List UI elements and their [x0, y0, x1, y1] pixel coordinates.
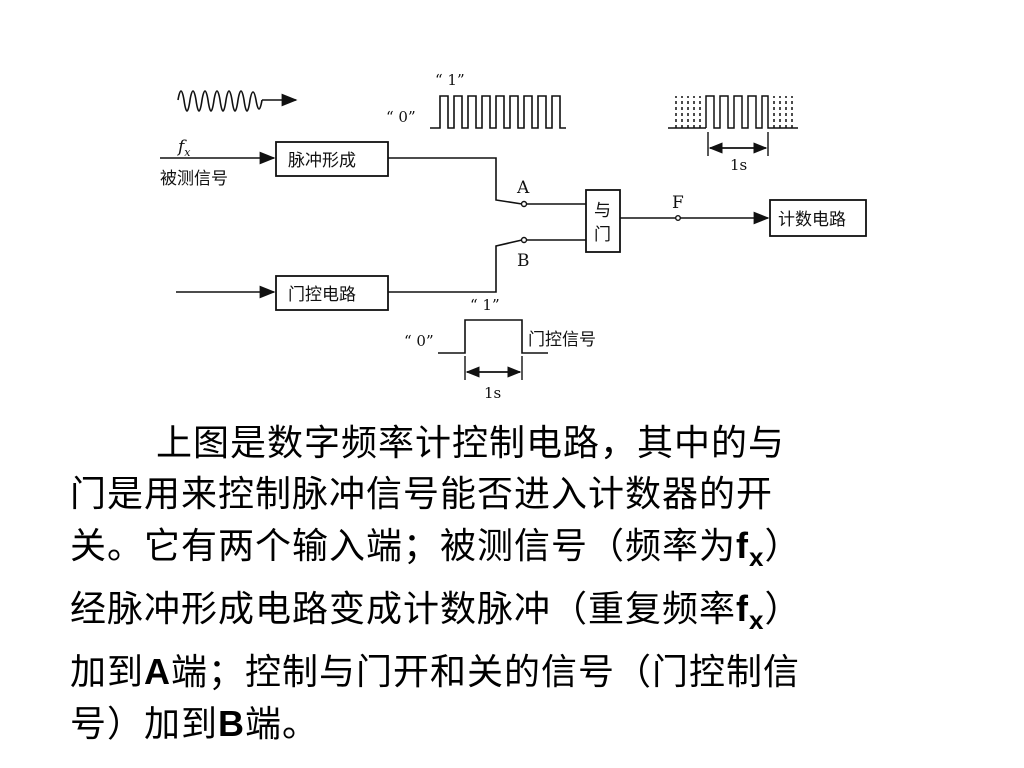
bottom-duration-label: 1s	[484, 384, 501, 402]
input-symbol: fx	[176, 137, 191, 159]
pulse-forming-label: 脉冲形成	[288, 151, 356, 171]
text-line-2: 门是用来控制脉冲信号能否进入计数器的开	[70, 474, 774, 515]
text-line-1: 上图是数字频率计控制电路，其中的与	[156, 423, 786, 464]
input-signal-label: 被测信号	[160, 169, 228, 189]
gate-signal-waveform	[438, 319, 548, 354]
description-paragraph: 上图是数字频率计控制电路，其中的与 门是用来控制脉冲信号能否进入计数器的开 关。…	[70, 418, 970, 750]
frequency-counter-diagram: fx 被测信号 脉冲形成 “ 1” “ 0” A 与 门 F 计数电路 1s 门…	[160, 71, 867, 402]
text-line-4: 经脉冲形成电路变成计数脉冲（重复频率fx）	[70, 588, 802, 635]
and-gate-label-1: 与	[594, 201, 611, 221]
node-f	[675, 214, 682, 221]
gate-control-block	[275, 275, 389, 311]
and-gate-block	[585, 189, 621, 253]
counter-label: 计数电路	[778, 210, 846, 230]
counter-block	[769, 199, 867, 237]
node-b-label: B	[517, 251, 530, 271]
text-line-6: 号）加到B端。	[70, 703, 320, 745]
gate-level-zero: “ 0”	[404, 332, 434, 350]
node-f-label: F	[672, 193, 684, 213]
gated-pulse-waveform	[668, 95, 798, 129]
node-a-label: A	[516, 178, 530, 198]
node-a	[520, 200, 528, 208]
and-gate-label-2: 门	[594, 225, 611, 245]
gate-level-one: “ 1”	[470, 296, 500, 314]
gate-control-label: 门控电路	[288, 285, 356, 305]
pulse-level-one: “ 1”	[435, 71, 465, 89]
pulse-train-waveform	[430, 95, 566, 129]
gate-signal-label: 门控信号	[528, 330, 596, 350]
wire-to-b	[388, 239, 523, 293]
pulse-forming-block	[275, 141, 389, 177]
text-line-5: 加到A端；控制与门开和关的信号（门控制信	[70, 651, 801, 693]
input-signal-waveform	[177, 90, 298, 112]
top-duration-label: 1s	[730, 156, 747, 174]
node-b	[520, 236, 528, 244]
wire-to-a	[388, 157, 523, 205]
text-line-3: 关。它有两个输入端；被测信号（频率为fx）	[70, 525, 802, 572]
pulse-level-zero: “ 0”	[386, 108, 416, 126]
